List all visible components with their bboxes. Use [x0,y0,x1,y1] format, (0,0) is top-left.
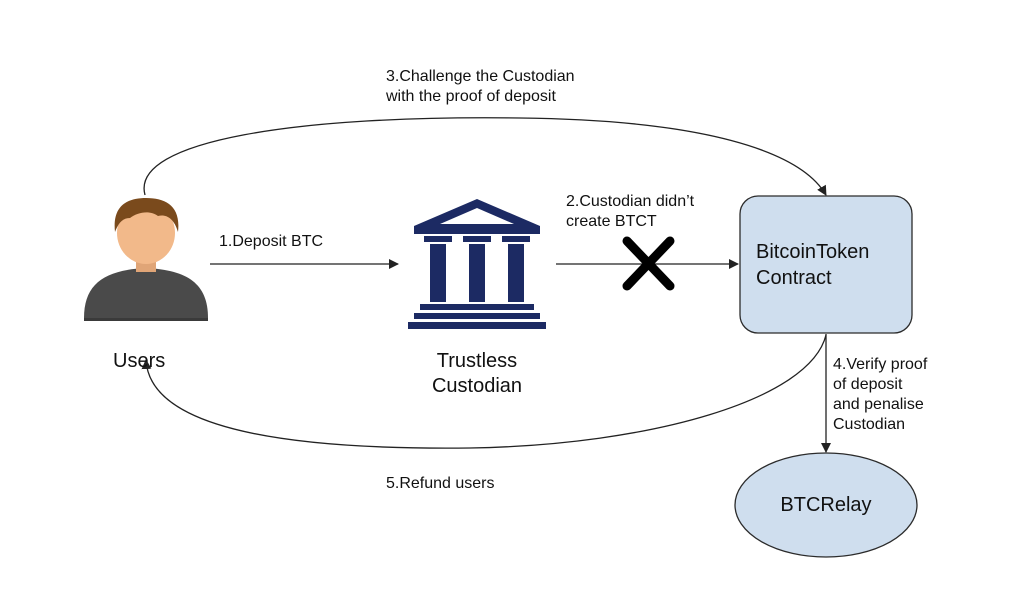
step4-label: 4.Verify proof of deposit and penalise C… [833,355,927,435]
users-label: Users [113,350,166,372]
contract-label: BitcoinToken Contract [756,239,869,291]
step5-label: 5.Refund users [386,475,495,492]
challenge-arc-arrow [143,117,827,196]
refund-arc-arrow [141,334,827,449]
bank-building-icon [408,199,546,329]
step1-label: 1.Deposit BTC [219,233,324,250]
relay-node [734,452,918,558]
step2-line1: 2.Custodian didn’t [566,193,695,210]
custodian-label-line2: Custodian [431,375,523,397]
contract-label-line2: Contract [756,267,832,289]
step3-line2: with the proof of deposit [386,88,556,105]
step4-line1: 4.Verify proof [833,356,928,373]
step2-line2: create BTCT [566,213,657,230]
contract-label-line1: BitcoinToken [756,241,870,263]
user-icon [84,198,208,321]
relay-label: BTCRelay [780,494,872,516]
x-mark-icon [622,236,675,291]
step4-line3: and penalise [833,396,924,413]
custodian-label-line1: Trustless [436,350,518,372]
step3-label: 3.Challenge the Custodian with the proof… [386,67,575,107]
custodian-label: Trustless Custodian [412,349,542,399]
step4-line4: Custodian [833,416,906,433]
contract-node [739,195,913,334]
step2-label: 2.Custodian didn’t create BTCT [566,192,694,232]
step4-line2: of deposit [833,376,903,393]
step3-line1: 3.Challenge the Custodian [386,68,575,85]
